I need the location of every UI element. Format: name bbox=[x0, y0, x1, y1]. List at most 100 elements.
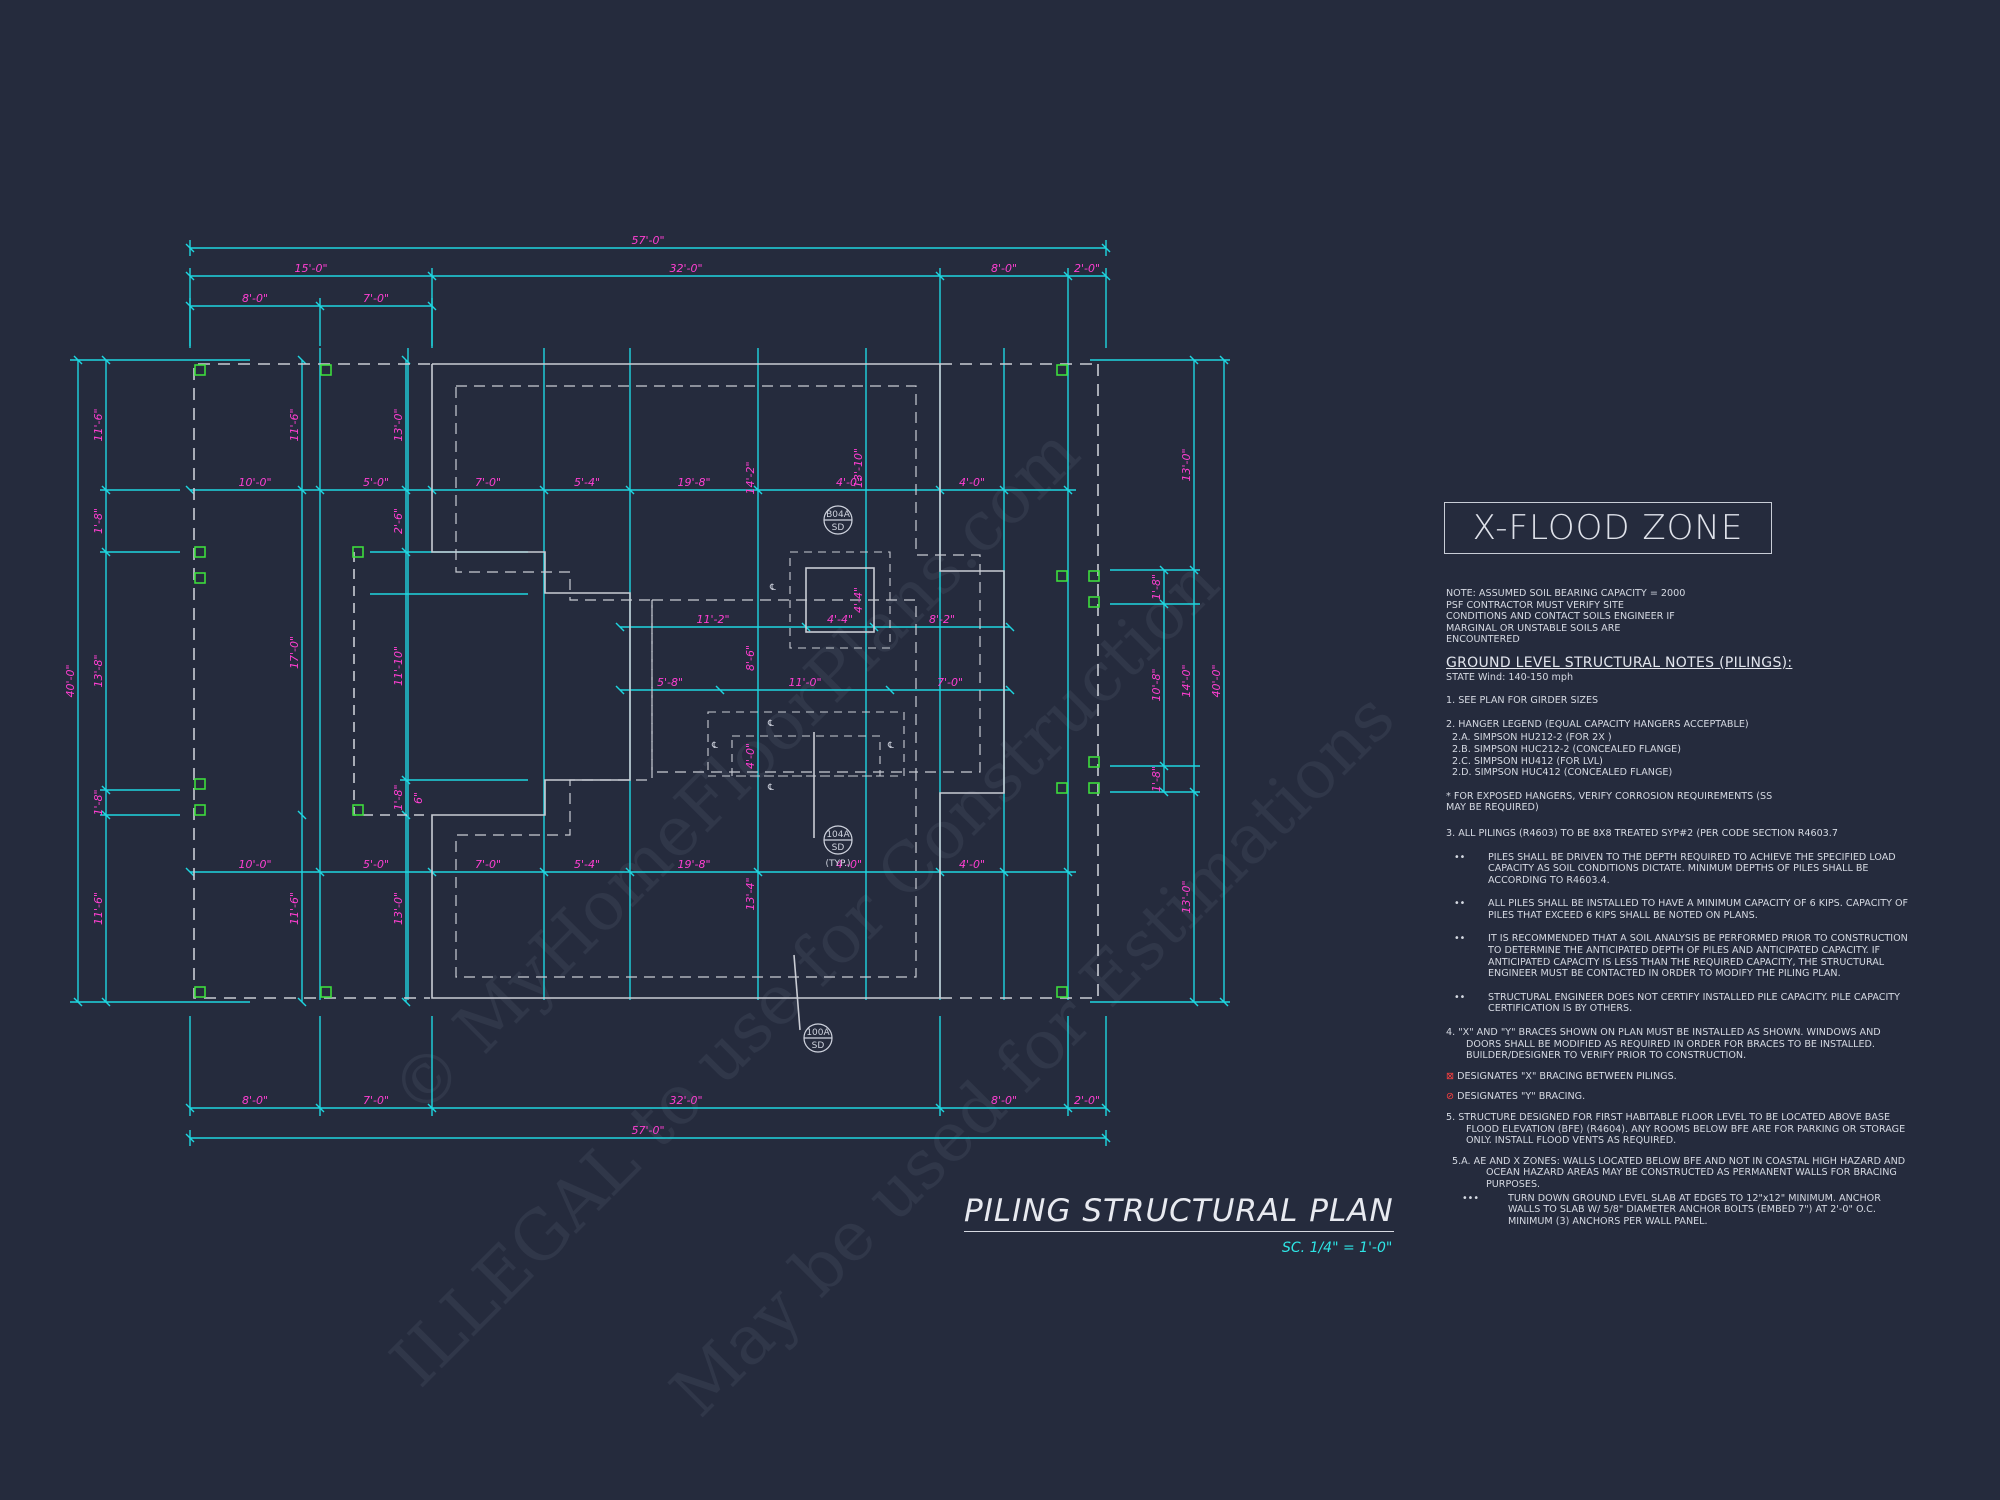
dimension-tick bbox=[935, 1103, 945, 1113]
piling bbox=[1056, 364, 1068, 376]
piling bbox=[352, 804, 364, 816]
note-3-bullet-2-text: ALL PILES SHALL BE INSTALLED TO HAVE A M… bbox=[1488, 898, 1909, 921]
dimension-tick bbox=[315, 301, 325, 311]
centerline-mark-5: ℄ bbox=[767, 783, 774, 793]
left-deck-outline bbox=[193, 363, 430, 999]
dim-bottom-row: 8'-0" bbox=[242, 1094, 268, 1107]
dimension-tick bbox=[185, 301, 195, 311]
dim-mid-row-2: 5'-8" bbox=[657, 676, 683, 689]
note-3-bullet-2: ••ALL PILES SHALL BE INSTALLED TO HAVE A… bbox=[1454, 898, 1909, 921]
dimension-tick bbox=[185, 243, 195, 253]
dim-left-inner2: 1'-8" bbox=[392, 784, 405, 810]
dim-left-inner: 11'-6" bbox=[288, 892, 301, 925]
dimension-tick bbox=[427, 301, 437, 311]
x-brace-icon: ⊠ bbox=[1446, 1070, 1455, 1082]
note-5a: 5.A. AE AND X ZONES: WALLS LOCATED BELOW… bbox=[1452, 1155, 1906, 1190]
centerline-mark-1: ℄ bbox=[769, 583, 776, 593]
piling bbox=[1088, 756, 1100, 768]
dim-vert: 13'-4" bbox=[744, 877, 757, 910]
note-1: 1. SEE PLAN FOR GIRDER SIZES bbox=[1446, 695, 1599, 707]
dimension-tick bbox=[427, 271, 437, 281]
note-2d: 2.D. SIMPSON HUC412 (CONCEALED FLANGE) bbox=[1452, 767, 1673, 779]
dimension-tick bbox=[1189, 355, 1199, 365]
dim-top-row: 8'-0" bbox=[991, 262, 1017, 275]
dim-right-seg: 13'-0" bbox=[1180, 880, 1193, 913]
tag-b04a-sd: SD bbox=[832, 523, 845, 533]
note-2b: 2.B. SIMPSON HUC212-2 (CONCEALED FLANGE) bbox=[1452, 743, 1681, 755]
y-brace-legend: ⊘ DESIGNATES "Y" BRACING. bbox=[1446, 1091, 1916, 1103]
dim-grid-row: 7'-0" bbox=[475, 858, 501, 871]
pilings bbox=[194, 364, 1100, 998]
dim-grid-row: 19'-8" bbox=[677, 858, 710, 871]
chimney-box bbox=[805, 567, 875, 633]
piling bbox=[194, 986, 206, 998]
note-2c: 2.C. SIMPSON HU412 (FOR LVL) bbox=[1452, 755, 1603, 767]
stair-dashed bbox=[707, 711, 905, 777]
dimension-tick bbox=[1063, 1103, 1073, 1113]
note-2: 2. HANGER LEGEND (EQUAL CAPACITY HANGERS… bbox=[1446, 718, 1749, 730]
dimension-tick bbox=[1101, 243, 1111, 253]
dim-top-row: 32'-0" bbox=[669, 262, 702, 275]
dimension-tick bbox=[1101, 271, 1111, 281]
dim-left-seg: 11'-6" bbox=[92, 408, 105, 441]
piling bbox=[1088, 782, 1100, 794]
dimension-tick bbox=[1101, 1133, 1111, 1143]
dimension-tick bbox=[297, 355, 307, 365]
dim-vert: 8'-6" bbox=[744, 645, 757, 671]
note-3-bullet-3: ••IT IS RECOMMENDED THAT A SOIL ANALYSIS… bbox=[1454, 933, 1908, 980]
piling bbox=[1056, 986, 1068, 998]
piling bbox=[194, 364, 206, 376]
dim-grid-row: 10'-0" bbox=[238, 858, 271, 871]
dim-top-row: 2'-0" bbox=[1074, 262, 1100, 275]
dim-bottom-row: 32'-0" bbox=[669, 1094, 702, 1107]
note-4: 4. "X" AND "Y" BRACES SHOWN ON PLAN MUST… bbox=[1446, 1027, 1881, 1062]
dim-left-inner: 11'-6" bbox=[288, 408, 301, 441]
y-brace-icon: ⊘ bbox=[1446, 1091, 1455, 1103]
dim-grid-row: 4'-0" bbox=[836, 476, 862, 489]
tag-100a: 100A bbox=[806, 1028, 830, 1038]
dimension-lines bbox=[70, 240, 1230, 1146]
dim-left-inner2-b: 6" bbox=[412, 792, 425, 804]
dim-right-total: 40'-0" bbox=[1210, 664, 1223, 697]
x-brace-legend: ⊠ DESIGNATES "X" BRACING BETWEEN PILINGS… bbox=[1446, 1071, 1916, 1083]
dim-grid-row: 10'-0" bbox=[238, 476, 271, 489]
wind-speed: STATE Wind: 140-150 mph bbox=[1446, 671, 1574, 683]
dimension-tick bbox=[615, 622, 625, 632]
dim-left-inner: 17'-0" bbox=[288, 636, 301, 669]
dim-right-inner: 1'-8" bbox=[1150, 574, 1163, 600]
dimension-tick bbox=[185, 1133, 195, 1143]
dimension-tick bbox=[1219, 355, 1229, 365]
dim-mid-row-1: 8'-2" bbox=[929, 613, 955, 626]
y-brace-text: DESIGNATES "Y" BRACING. bbox=[1457, 1091, 1586, 1103]
piling bbox=[1056, 570, 1068, 582]
dimension-tick bbox=[1005, 685, 1015, 695]
dimension-tick bbox=[101, 997, 111, 1007]
dim-vert: 4'-0" bbox=[744, 743, 757, 769]
note-5a-bullet-text: TURN DOWN GROUND LEVEL SLAB AT EDGES TO … bbox=[1508, 1192, 1881, 1227]
dim-grid-row: 5'-0" bbox=[363, 476, 389, 489]
inner-core-dashed bbox=[651, 599, 917, 773]
dim-right-seg: 13'-0" bbox=[1180, 448, 1193, 481]
dim-right-inner: 10'-8" bbox=[1150, 668, 1163, 701]
dim-grid-row: 5'-4" bbox=[574, 476, 600, 489]
flood-zone-label: X-FLOOD ZONE bbox=[1444, 502, 1772, 554]
dimension-tick bbox=[1101, 1103, 1111, 1113]
piling bbox=[194, 804, 206, 816]
wall-outline bbox=[193, 363, 1099, 1031]
dim-grid-row: 4'-0" bbox=[959, 476, 985, 489]
notes-heading: GROUND LEVEL STRUCTURAL NOTES (PILINGS): bbox=[1446, 654, 1793, 671]
dimension-tick bbox=[1063, 271, 1073, 281]
dim-top-row: 15'-0" bbox=[294, 262, 327, 275]
dim-left-total: 40'-0" bbox=[64, 664, 77, 697]
dimension-tick bbox=[73, 997, 83, 1007]
dim-grid-row: 5'-0" bbox=[363, 858, 389, 871]
dim-left-seg: 13'-8" bbox=[92, 654, 105, 687]
dimension-tick bbox=[615, 685, 625, 695]
dim-mid-row-2: 7'-0" bbox=[937, 676, 963, 689]
plan-title: PILING STRUCTURAL PLAN bbox=[964, 1193, 1394, 1232]
dim-vert: 4'-4" bbox=[852, 587, 865, 613]
dim-grid-row: 19'-8" bbox=[677, 476, 710, 489]
piling bbox=[194, 546, 206, 558]
piling bbox=[320, 986, 332, 998]
dim-top-total: 57'-0" bbox=[631, 234, 664, 247]
